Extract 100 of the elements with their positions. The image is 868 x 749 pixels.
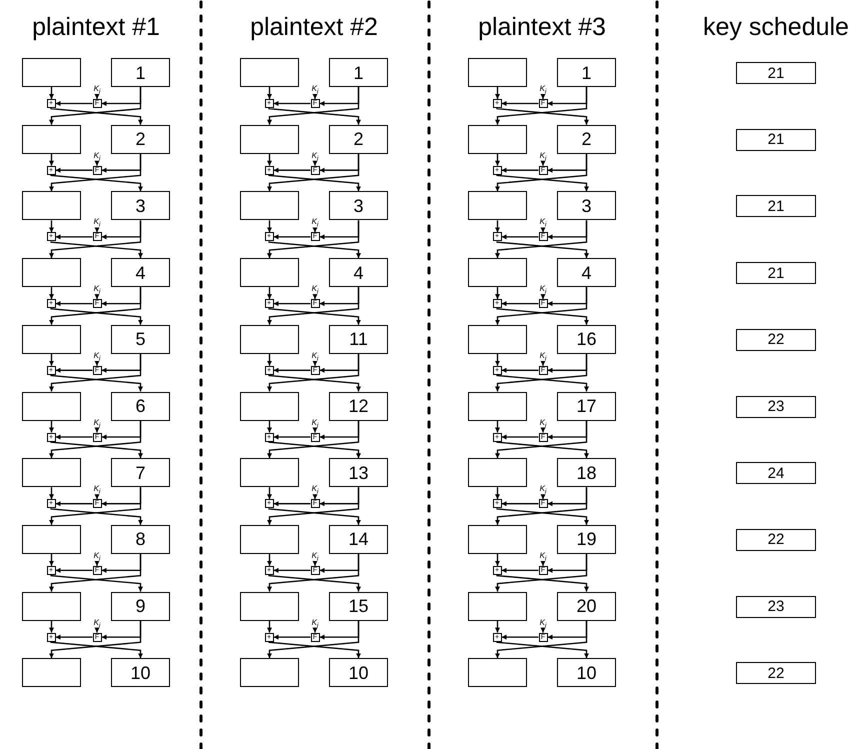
block-box: 2 [329, 124, 388, 154]
arrow [496, 174, 589, 192]
subkey-box: 21 [736, 128, 816, 151]
empty-block-box [240, 191, 299, 220]
arrow [56, 568, 92, 573]
round-key-label: K$_{i}$ [92, 552, 102, 564]
arrow [274, 234, 310, 240]
column-title: plaintext #1 [32, 12, 160, 43]
arrow [267, 87, 360, 125]
round-key-label: K$_{i}$ [310, 552, 320, 564]
empty-block-box [240, 124, 299, 154]
arrow [502, 168, 538, 173]
arrow [540, 628, 546, 633]
arrow [49, 420, 142, 458]
empty-block-box [468, 58, 527, 87]
arrow [94, 160, 100, 166]
arrow [267, 154, 272, 166]
block-box: 6 [111, 392, 170, 420]
empty-block-box [468, 392, 527, 420]
arrow [540, 428, 546, 432]
subkey-box: 21 [736, 262, 816, 284]
round-key-label: K$_{i}$ [310, 85, 320, 96]
subkey-box: 23 [736, 596, 816, 618]
arrow [495, 620, 500, 633]
empty-block-box [468, 658, 527, 688]
empty-block-box [22, 524, 81, 554]
arrow [49, 354, 142, 392]
empty-block-box [22, 58, 81, 87]
block-box: 10 [557, 658, 616, 688]
round-key-label: K$_{i}$ [538, 485, 548, 496]
subkey-box: 21 [736, 62, 816, 84]
block-box: 3 [111, 191, 170, 220]
block-box: 1 [557, 58, 616, 87]
arrow [540, 560, 546, 566]
round-key-label: K$_{i}$ [310, 485, 320, 496]
arrow [267, 554, 360, 592]
block-box: 14 [329, 524, 388, 554]
arrow [49, 87, 142, 125]
arrow [495, 87, 500, 99]
arrow [312, 160, 318, 166]
arrow [267, 620, 272, 633]
arrow [274, 368, 310, 373]
arrow [312, 494, 318, 500]
empty-block-box [468, 324, 527, 354]
round-key-label: K$_{i}$ [92, 485, 102, 496]
round-key-label: K$_{i}$ [92, 352, 102, 364]
arrow [495, 354, 500, 366]
arrow [94, 560, 100, 566]
arrow [267, 154, 360, 192]
arrow [267, 487, 360, 525]
block-box: 4 [329, 258, 388, 288]
arrow [94, 428, 100, 432]
block-box: 3 [329, 191, 388, 220]
block-box: 16 [557, 324, 616, 354]
arrow [267, 354, 272, 366]
arrow [267, 487, 272, 500]
empty-block-box [22, 124, 81, 154]
block-box: 19 [557, 524, 616, 554]
round-key-label: K$_{i}$ [538, 352, 548, 364]
round-key-label: K$_{i}$ [310, 418, 320, 430]
empty-block-box [240, 658, 299, 688]
arrow [496, 641, 589, 658]
arrow [49, 220, 54, 232]
arrow [94, 494, 100, 500]
block-box: 3 [557, 191, 616, 220]
arrow [495, 487, 500, 500]
arrow [56, 634, 92, 640]
empty-block-box [22, 392, 81, 420]
round-key-label: K$_{i}$ [92, 152, 102, 163]
block-box: 8 [111, 524, 170, 554]
arrow [94, 360, 100, 366]
block-box: 7 [111, 458, 170, 488]
empty-block-box [468, 524, 527, 554]
arrow [56, 434, 92, 440]
arrow [495, 420, 500, 432]
block-box: 2 [111, 124, 170, 154]
empty-block-box [240, 324, 299, 354]
arrow [50, 574, 143, 592]
arrow [49, 354, 54, 366]
arrow [502, 101, 538, 106]
empty-block-box [22, 324, 81, 354]
arrow [495, 554, 588, 592]
arrow [268, 574, 361, 592]
arrow [502, 501, 538, 506]
subkey-box: 22 [736, 662, 816, 684]
round-key-label: K$_{i}$ [92, 218, 102, 230]
arrow [495, 487, 588, 525]
arrow [312, 227, 318, 232]
block-box: 18 [557, 458, 616, 488]
arrow [312, 360, 318, 366]
arrow [267, 554, 272, 566]
arrow [49, 287, 54, 300]
arrow [274, 301, 310, 306]
round-key-label: K$_{i}$ [538, 618, 548, 630]
arrow [50, 108, 143, 125]
block-box: 4 [111, 258, 170, 288]
empty-block-box [240, 592, 299, 621]
block-box: 5 [111, 324, 170, 354]
arrow [267, 420, 272, 432]
arrow [50, 308, 143, 325]
